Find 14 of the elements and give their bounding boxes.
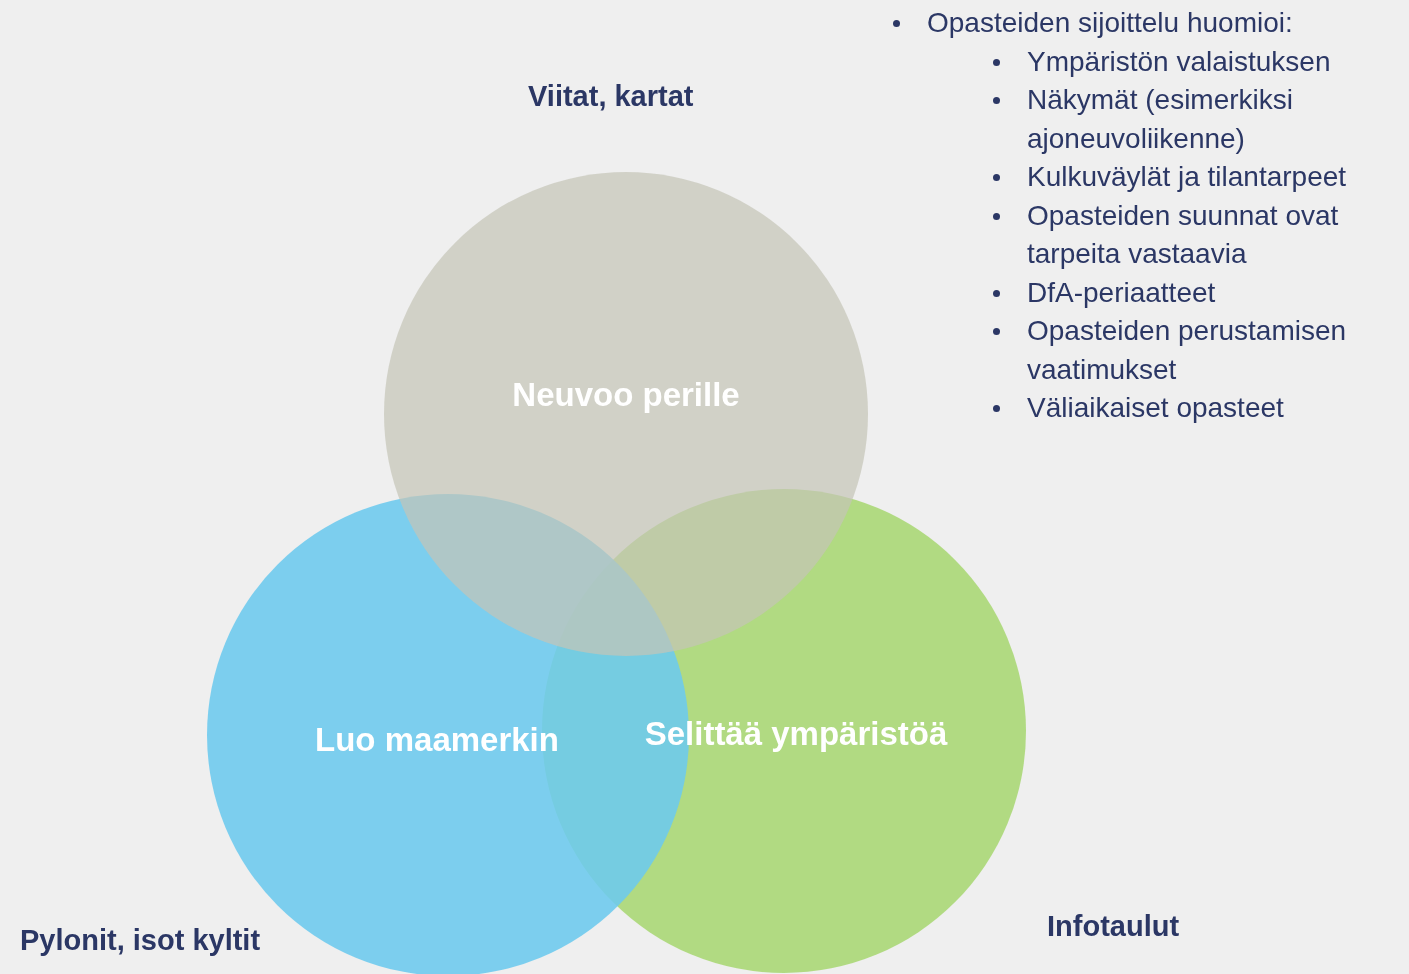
bullet-item: Opasteiden perustamisen vaatimukset bbox=[1027, 314, 1348, 387]
category-heading: Viitat, kartat bbox=[528, 80, 694, 113]
bullet-item: Kulkuväylät ja tilantarpeet bbox=[1027, 160, 1348, 194]
bullet-item: Näkymät (esimerkiksi ajoneuvoliikenne) bbox=[1027, 83, 1295, 156]
circle-label: Neuvoo perille bbox=[512, 376, 740, 414]
bullet-item: DfA-periaatteet bbox=[1027, 275, 1217, 310]
circle-label: Luo maamerkin bbox=[315, 721, 559, 759]
bullet-item: Väliaikaiset opasteet bbox=[1027, 391, 1285, 425]
bullet-item: Ympäristön valaistuksen bbox=[1027, 44, 1332, 79]
category-heading: Pylonit, isot kyltit bbox=[20, 924, 261, 957]
category-heading: Infotaulut bbox=[1047, 910, 1180, 943]
venn-circle bbox=[384, 172, 868, 656]
bullet-item: Opasteiden sijoittelu huomioi: bbox=[927, 6, 1294, 40]
bullet-item: Opasteiden suunnat ovat tarpeita vastaavia bbox=[1027, 198, 1340, 271]
